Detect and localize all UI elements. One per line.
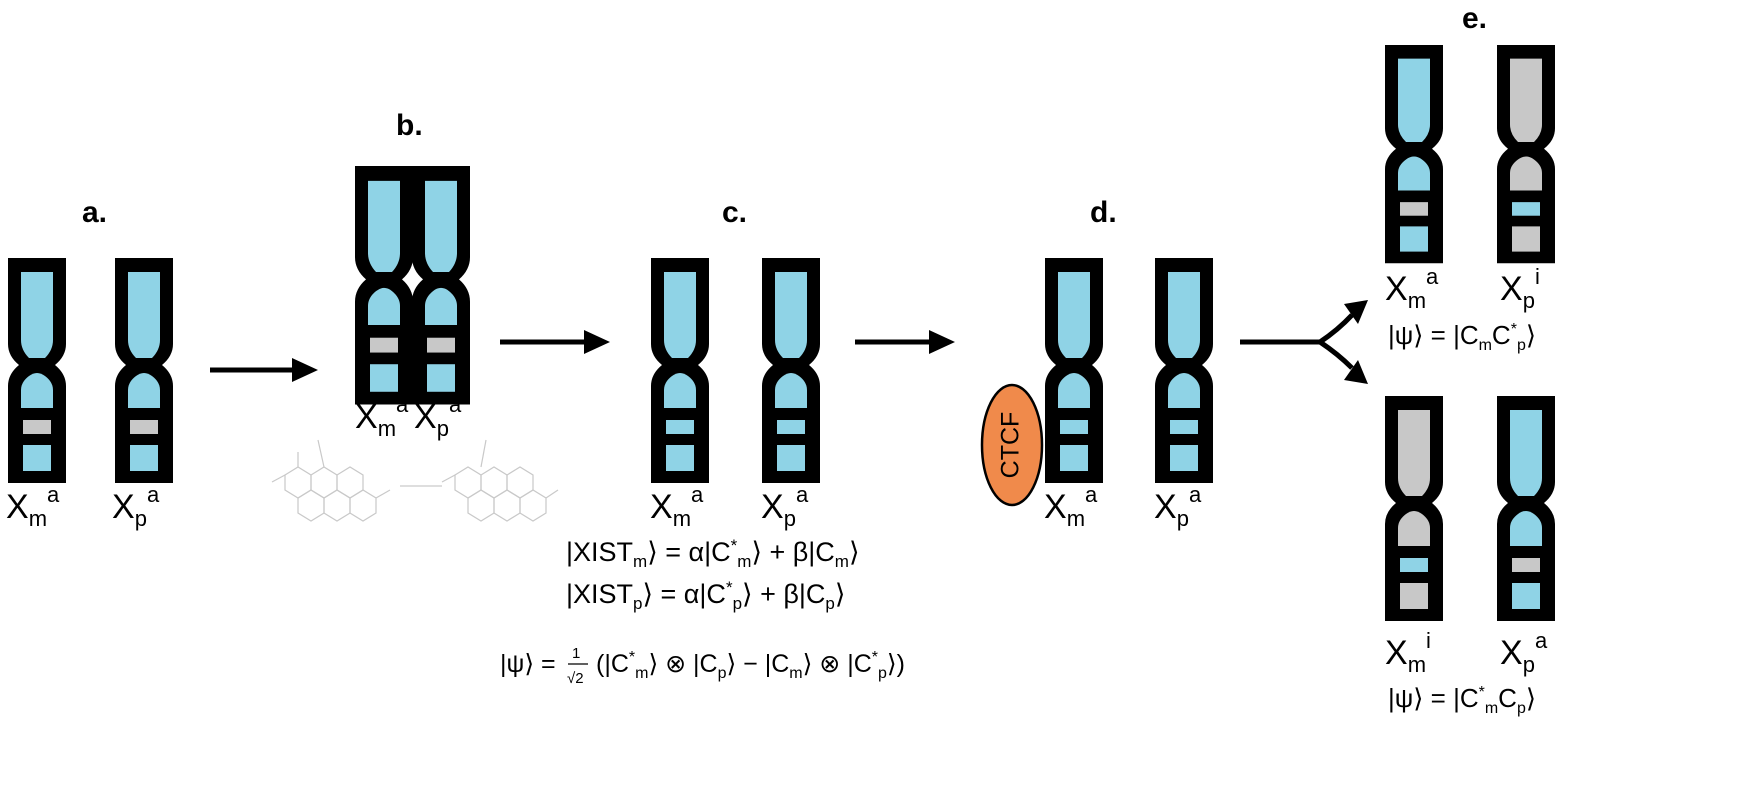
equation-outcome-bottom: |ψ⟩ = |C*mCp⟩ [1388,683,1536,717]
chromosome-label-xp-d: Xpa [1154,482,1202,531]
panel-c-label: c. [722,196,747,229]
equation-outcome-top: |ψ⟩ = |CmC*p⟩ [1388,320,1536,354]
chromosome-xm-inactive-bottom [1385,396,1443,621]
panel-a-label: a. [82,196,107,229]
chromosome-label-xm-e-bottom: Xmi [1385,628,1431,677]
chromosome-xp-inactive-top [1497,45,1555,264]
chromosome-xp-a [115,258,173,483]
equation-xist-m: |XISTm⟩ = α|C*m⟩ + β|Cm⟩ [566,536,860,571]
outcome-bottom: Xmi Xpa |ψ⟩ = |C*mCp⟩ [1385,396,1555,717]
svg-text:(|C*m⟩ ⊗ |Cp⟩ − |Cm⟩ ⊗ |C*p⟩): (|C*m⟩ ⊗ |Cp⟩ − |Cm⟩ ⊗ |C*p⟩) [596,649,905,682]
chromosome-label-xm-b: Xma [355,392,409,441]
split-arrow-d-to-e [1240,300,1368,384]
chromosome-label-xp-b: Xpa [414,392,462,441]
svg-text:1: 1 [572,645,580,662]
chromosome-xp-d [1155,258,1213,483]
panel-d: d. CTCF Xma Xpa [980,196,1213,531]
chromosome-xp-b [412,166,470,405]
svg-text:|ψ⟩ =: |ψ⟩ = [500,650,556,678]
panel-c: c. Xma Xpa |XISTm⟩ = α|C*m⟩ + β|Cm⟩ |XIS… [500,196,905,687]
ctcf-label: CTCF [997,412,1025,479]
chromosome-label-xp: Xpa [112,482,160,531]
chromosome-xm-active-top [1385,45,1443,264]
arrow-c-to-d [855,330,955,354]
panel-a: a. Xma Xpa [6,196,173,531]
chromosome-xm-b [355,166,413,405]
panel-e: e. Xma Xpi |ψ⟩ = |CmC*p⟩ Xmi Xpa [1385,2,1555,717]
chromosome-xm-d [1045,258,1103,483]
chromosome-label-xm-d: Xma [1044,482,1098,531]
svg-text:√2: √2 [567,670,584,687]
equation-psi-entangled: |ψ⟩ = 1 √2 (|C*m⟩ ⊗ |Cp⟩ − |Cm⟩ ⊗ |C*p⟩) [500,645,905,687]
chromosome-xp-c [762,258,820,483]
equation-xist-p: |XISTp⟩ = α|C*p⟩ + β|Cp⟩ [566,578,845,613]
arrow-a-to-b [210,358,318,382]
panel-b-label: b. [396,109,423,142]
chromosome-label-xm: Xma [6,482,60,531]
panel-e-label: e. [1462,2,1487,35]
chromosome-label-xm-e-top: Xma [1385,264,1439,313]
panel-b: b. Xma Xpa [271,109,559,522]
molecule-sketch [271,439,559,522]
chromosome-label-xp-e-top: Xpi [1500,264,1540,313]
chromosome-xp-active-bottom [1497,396,1555,621]
outcome-top: Xma Xpi |ψ⟩ = |CmC*p⟩ [1385,45,1555,354]
chromosome-xm-a [8,258,66,483]
arrow-b-to-c [500,330,610,354]
ctcf-protein: CTCF [980,383,1044,507]
chromosome-label-xp-e-bottom: Xpa [1500,628,1548,677]
chromosome-label-xm-c: Xma [650,482,704,531]
panel-d-label: d. [1090,196,1117,229]
chromosome-label-xp-c: Xpa [761,482,809,531]
chromosome-xm-c [651,258,709,483]
